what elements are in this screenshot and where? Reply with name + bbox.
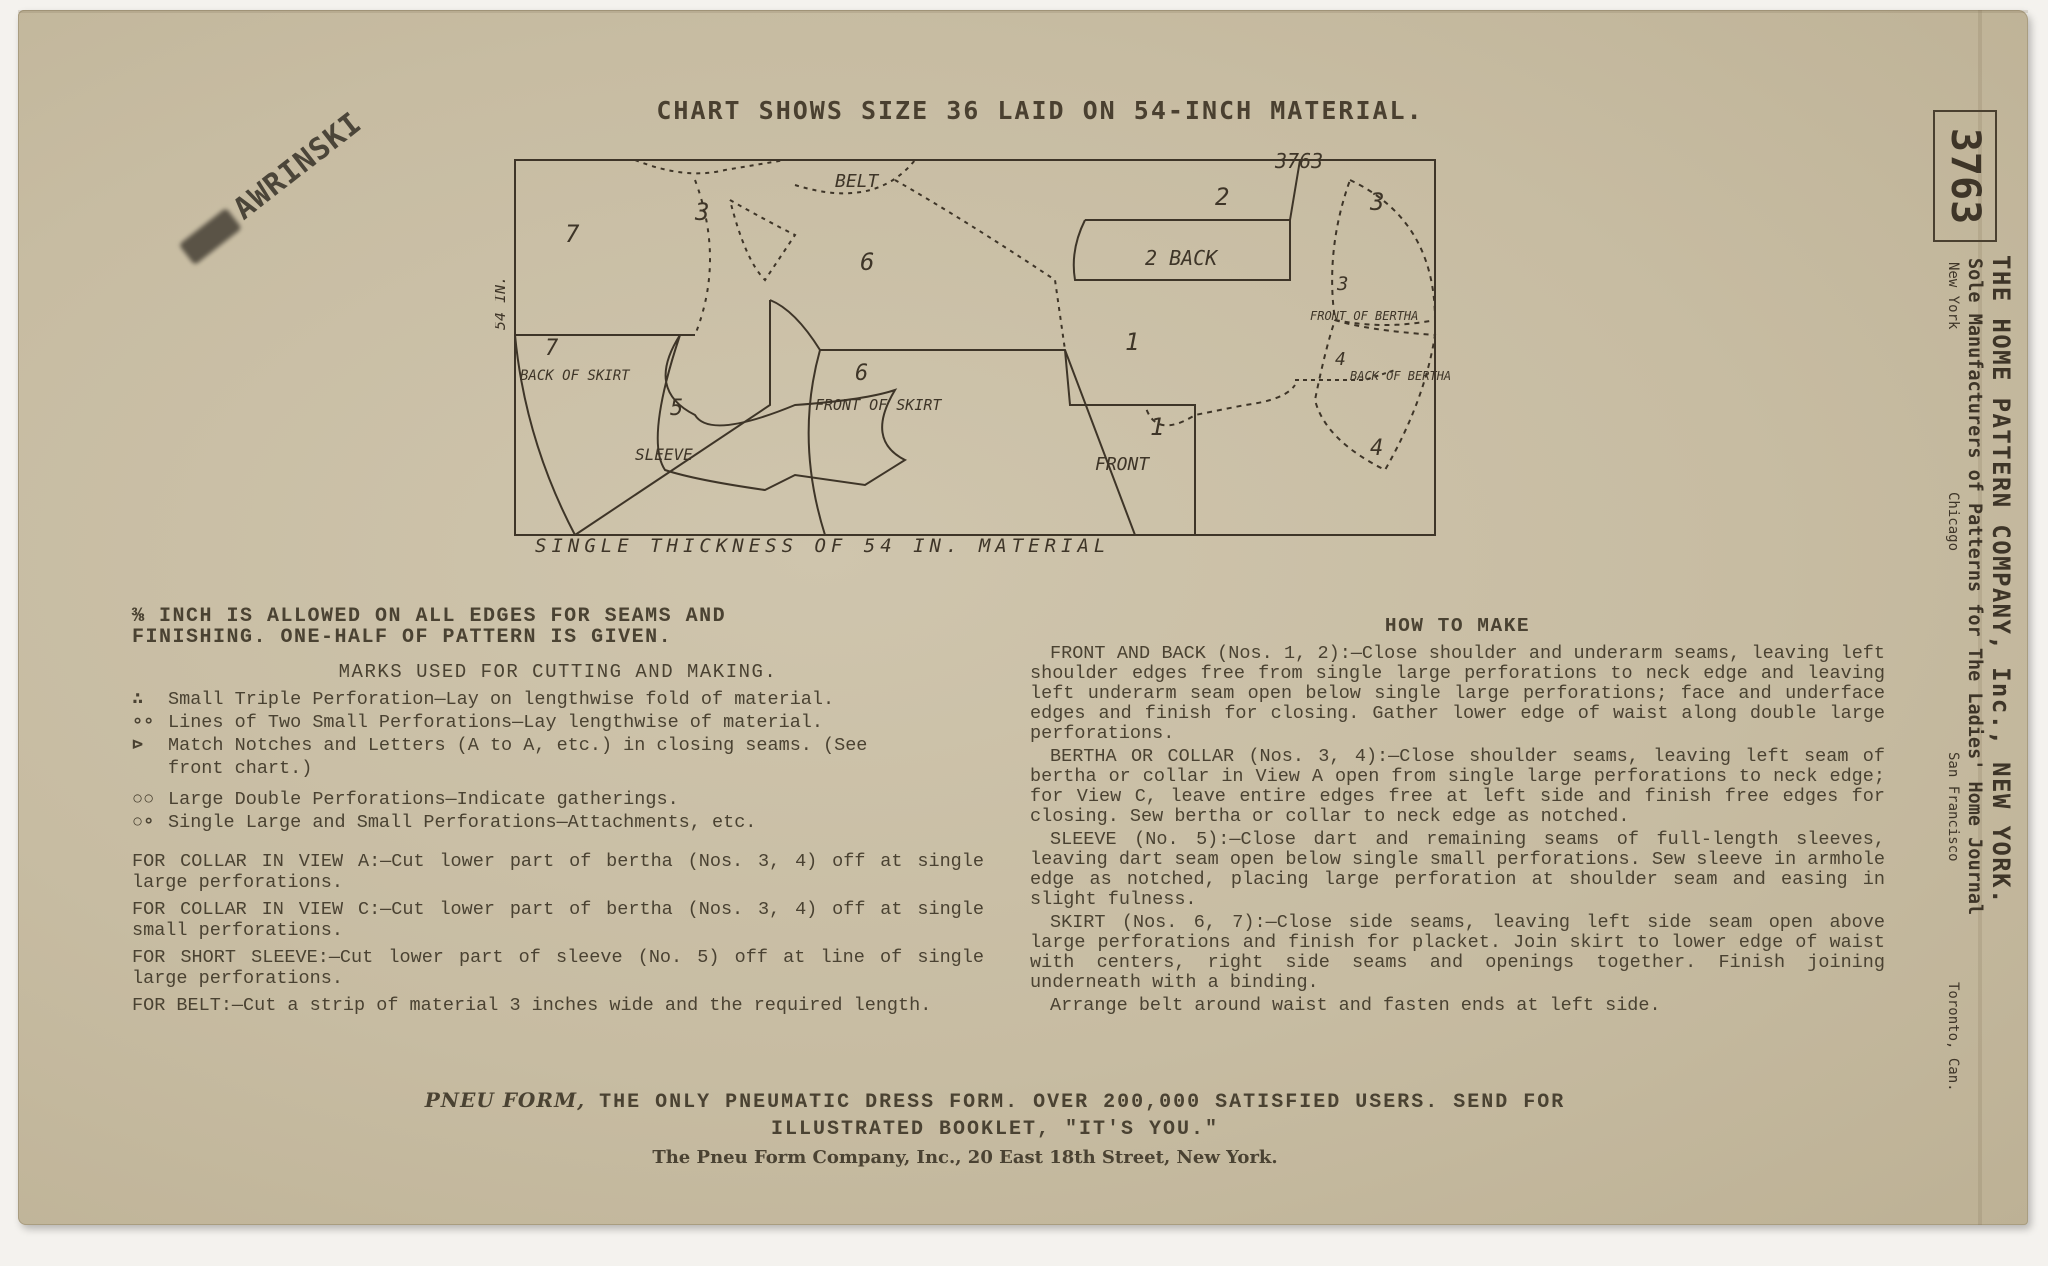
city-chicago: Chicago (1945, 492, 1961, 552)
cutting-layout-chart: 3763 BELT 54 IN. SINGLE THICKNESS OF 54 … (491, 140, 1455, 560)
chart-heading: CHART SHOWS SIZE 36 LAID ON 54-INCH MATE… (656, 96, 1424, 125)
belt-line (634, 159, 786, 175)
piece-label-4: 4 (1370, 436, 1383, 461)
sleeve-outline (656, 334, 908, 492)
how-to-make-instructions: HOW TO MAKE FRONT AND BACK (Nos. 1, 2):—… (1030, 616, 1885, 1019)
chart-belt-label: BELT (835, 171, 880, 192)
back-top (1289, 159, 1301, 221)
pattern-number: 3763 (1942, 127, 1988, 225)
piece-7-curve (694, 179, 711, 336)
pattern-number-box: 3763 (1933, 110, 1997, 242)
front-and-back-section: FRONT AND BACK (Nos. 1, 2):—Close should… (1030, 643, 1885, 744)
marks-title: MARKS USED FOR CUTTING AND MAKING. (338, 661, 778, 683)
bertha-front-piece (1331, 179, 1437, 326)
chart-bottom-label: SINGLE THICKNESS OF 54 IN. MATERIAL (535, 535, 1110, 557)
piece-label-6: 6 (860, 248, 874, 276)
piece-label-4b: 4 (1335, 349, 1346, 370)
seam-allowance-line-1: ⅜ INCH IS ALLOWED ON ALL EDGES FOR SEAMS… (132, 605, 727, 628)
two-small-perforations-icon: ∘∘ (132, 712, 155, 733)
mark-row: ○○ Large Double Perforations—Indicate gat… (132, 789, 984, 810)
layout-diagram: 3763 BELT 54 IN. SINGLE THICKNESS OF 54 … (491, 149, 1451, 557)
short-sleeve-note: FOR SHORT SLEEVE:—Cut lower part of slee… (132, 947, 984, 989)
how-to-make-title: HOW TO MAKE (1384, 615, 1531, 637)
back-skirt-edge (514, 334, 576, 536)
ad-line-1: PNEU FORM, THE ONLY PNEUMATIC DRESS FORM… (250, 1088, 1740, 1114)
mark-text: Lines of Two Small Perforations—Lay leng… (168, 712, 824, 733)
piece-label-front-bertha: FRONT OF BERTHA (1310, 309, 1418, 323)
mark-row-continued: front chart.) (132, 758, 984, 779)
mark-row: ∴ Small Triple Perforation—Lay on lengthw… (132, 689, 984, 710)
piece-label-2: 2 (1215, 183, 1229, 211)
piece-label-7: 7 (565, 220, 580, 248)
piece-label-6b: 6 (855, 361, 868, 386)
city-san-francisco: San Francisco (1945, 752, 1961, 862)
city-new-york: New York (1945, 262, 1961, 330)
ad-brand: PNEU FORM, (424, 1088, 586, 1112)
city-toronto: Toronto, Can. (1945, 982, 1961, 1092)
skirt-section: SKIRT (Nos. 6, 7):—Close side seams, lea… (1030, 912, 1885, 993)
piece-6-edge (894, 179, 1066, 351)
mark-text: Small Triple Perforation—Lay on lengthwi… (168, 689, 835, 710)
piece-label-sleeve: SLEEVE (635, 445, 693, 464)
company-cities: New YorkChicagoSan FranciscoToronto, Can… (1945, 262, 1961, 1092)
front-skirt-outline (807, 349, 1137, 536)
large-small-perforation-icon: ○∘ (132, 812, 155, 833)
piece-1-lower (1064, 349, 1196, 536)
mark-row: ⊳ Match Notches and Letters (A to A, etc.… (132, 735, 984, 756)
bertha-collar-section: BERTHA OR COLLAR (Nos. 3, 4):—Close shou… (1030, 746, 1885, 827)
piece-label-back-bertha: BACK OF BERTHA (1350, 369, 1451, 383)
large-double-perforation-icon: ○○ (132, 789, 155, 810)
piece-label-back: 2 BACK (1145, 246, 1219, 270)
belt-note: FOR BELT:—Cut a strip of material 3 inch… (132, 995, 932, 1016)
pneu-form-ad: PNEU FORM, THE ONLY PNEUMATIC DRESS FORM… (250, 1088, 1740, 1168)
pattern-envelope (18, 10, 2028, 1225)
ad-text: THE ONLY PNEUMATIC DRESS FORM. OVER 200,… (599, 1091, 1566, 1114)
side-imprint: 3763 THE HOME PATTERN COMPANY, Inc., NEW… (1925, 110, 2035, 1160)
piece-label-3b: 3 (1369, 188, 1384, 216)
collar-view-c-note: FOR COLLAR IN VIEW C:—Cut lower part of … (132, 899, 984, 941)
cutting-instructions: ⅜ INCH IS ALLOWED ON ALL EDGES FOR SEAMS… (132, 606, 984, 1016)
belt-section: Arrange belt around waist and fasten end… (1050, 995, 1661, 1016)
back-skirt-cut (574, 300, 771, 536)
bertha-back-piece (1313, 319, 1437, 472)
mark-row: ∘∘ Lines of Two Small Perforations—Lay le… (132, 712, 984, 733)
piece-label-front: FRONT (1095, 454, 1150, 475)
piece-3-curve (729, 199, 797, 282)
piece-label-3c: 3 (1336, 273, 1348, 295)
sleeve-section: SLEEVE (No. 5):—Close dart and remaining… (1030, 829, 1885, 910)
piece-label-front-skirt: FRONT OF SKIRT (815, 396, 942, 414)
seam-allowance-line-2: FINISHING. ONE-HALF OF PATTERN IS GIVEN. (132, 626, 673, 649)
ad-address: The Pneu Form Company, Inc., 20 East 18t… (652, 1147, 1278, 1168)
mark-row: ○∘ Single Large and Small Perforations—At… (132, 812, 984, 833)
piece-label-5: 5 (670, 396, 683, 421)
company-name: THE HOME PATTERN COMPANY, Inc., NEW YORK… (1987, 255, 2015, 905)
mark-text: front chart.) (168, 758, 313, 779)
material-outline (514, 159, 1436, 536)
mark-text: Large Double Perforations—Indicate gathe… (168, 789, 679, 810)
collar-view-a-note: FOR COLLAR IN VIEW A:—Cut lower part of … (132, 851, 984, 893)
bertha-divider (1295, 369, 1396, 381)
piece-3-top (794, 159, 916, 195)
mark-text: Single Large and Small Perforations—Atta… (168, 812, 757, 833)
piece-label-1a: 1 (1125, 328, 1139, 356)
mark-text: Match Notches and Letters (A to A, etc.)… (168, 735, 868, 756)
piece-label-1b: 1 (1150, 413, 1164, 441)
chart-pattern-number: 3763 (1274, 149, 1323, 173)
back-piece (1072, 219, 1291, 281)
envelope-edge (18, 10, 2028, 13)
envelope-fold (1978, 10, 1982, 1225)
company-tagline: Sole Manufacturers of Patterns for The L… (1964, 258, 1985, 916)
piece-label-3a: 3 (694, 198, 709, 226)
notch-icon: ⊳ (132, 735, 144, 756)
front-skirt-top (769, 299, 821, 351)
piece-label-back-skirt: BACK OF SKIRT (520, 368, 631, 384)
chart-side-label: 54 IN. (495, 276, 509, 330)
triple-perforation-icon: ∴ (132, 689, 144, 710)
piece-label-7b: 7 (545, 336, 559, 361)
ad-line-2: ILLUSTRATED BOOKLET, "IT'S YOU." (770, 1118, 1220, 1141)
